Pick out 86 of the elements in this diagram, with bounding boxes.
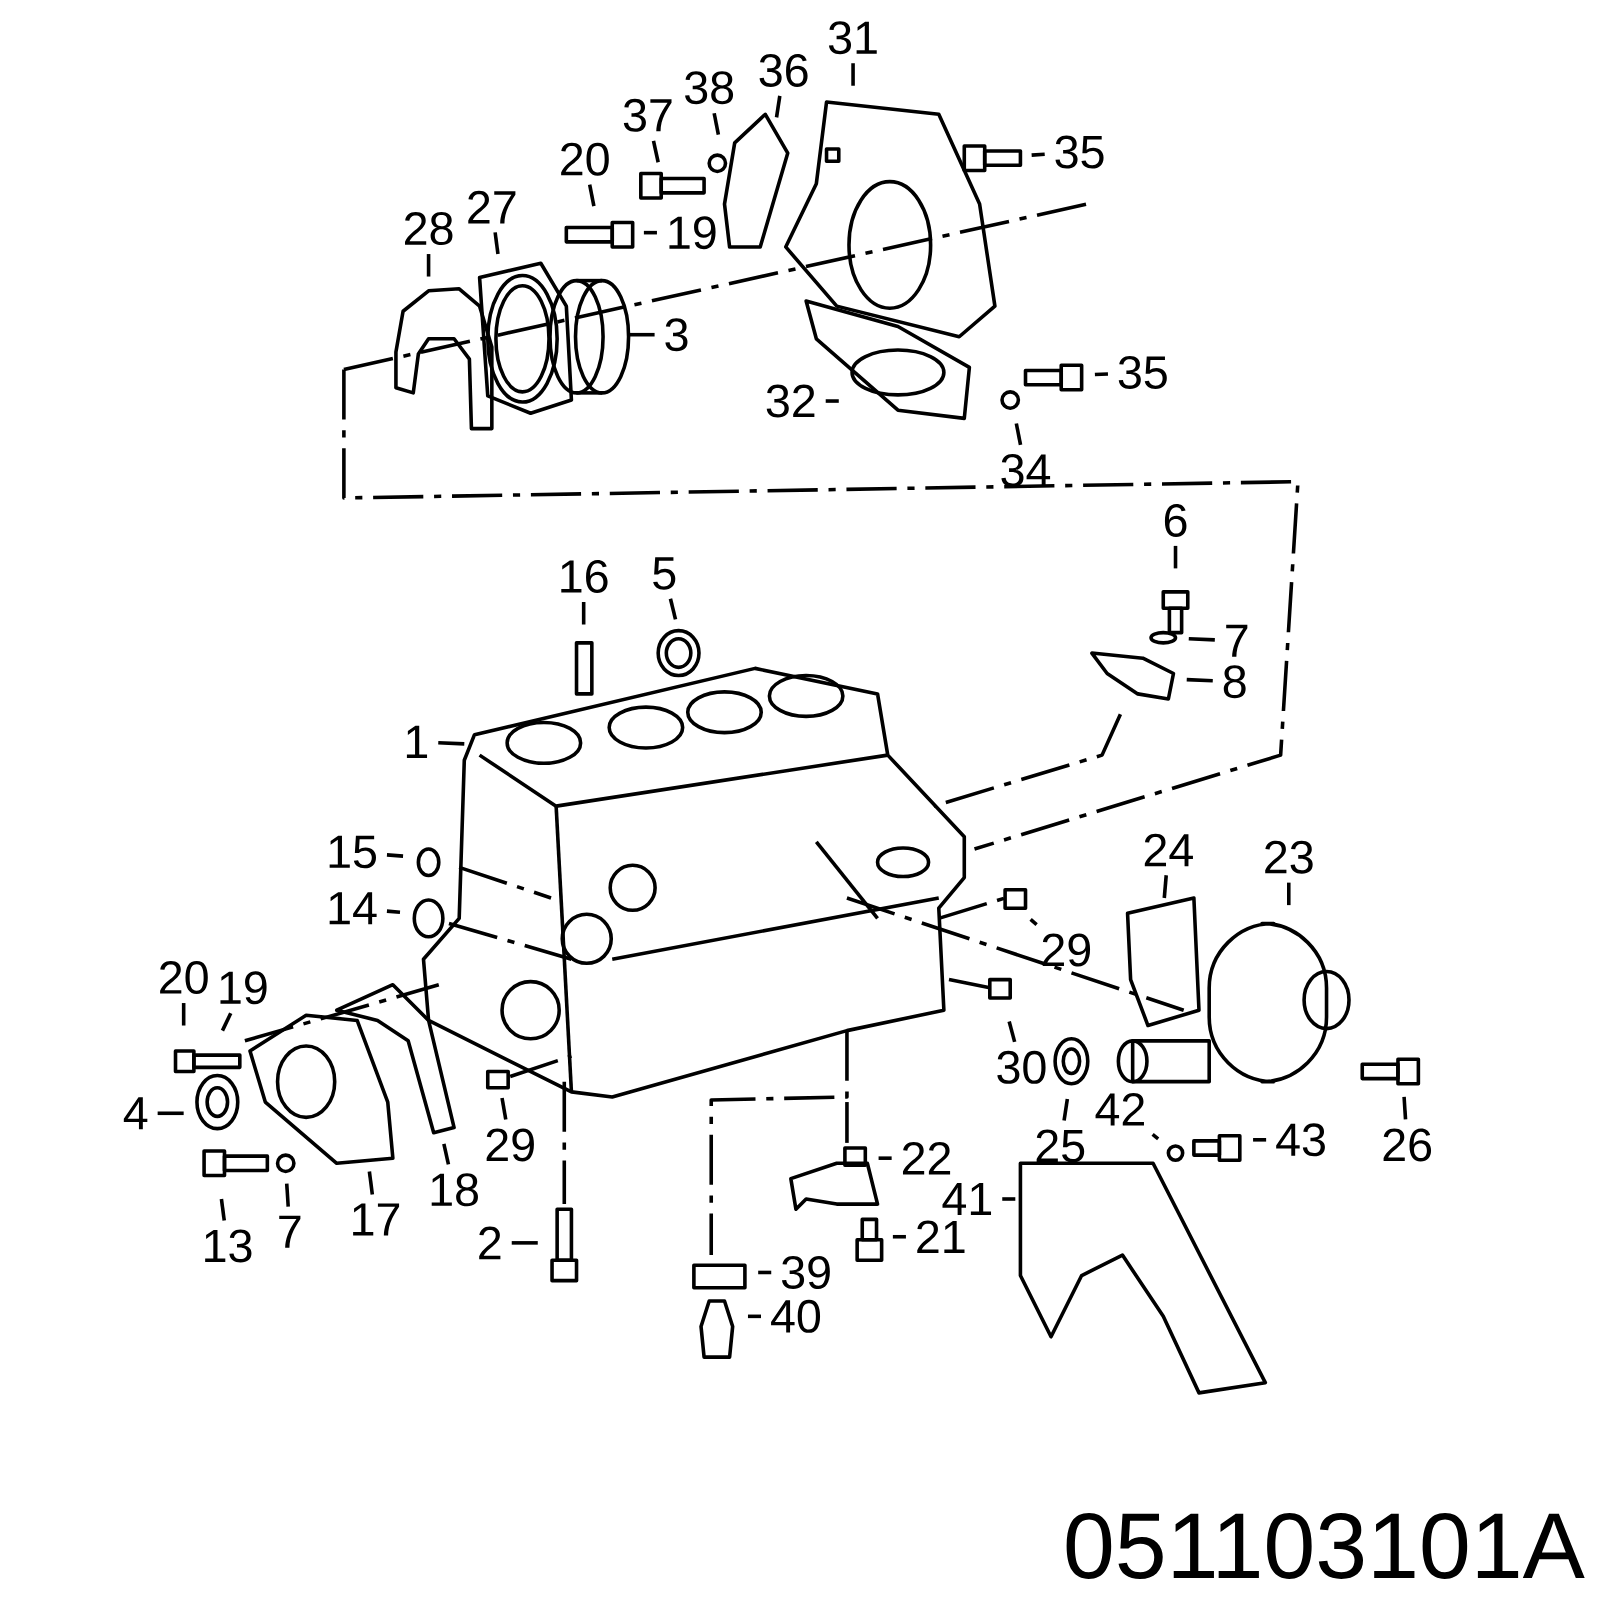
leader-line xyxy=(426,254,431,277)
leader-line xyxy=(1287,882,1291,906)
leader-line xyxy=(587,184,596,207)
leader-line xyxy=(442,1143,451,1165)
callout-number: 29 xyxy=(1042,933,1091,967)
callout-number: 22 xyxy=(902,1141,951,1175)
leader-line xyxy=(1186,677,1213,683)
callout-number: 17 xyxy=(353,1203,400,1236)
part-number: 051103101A xyxy=(1066,1512,1585,1579)
callout-number: 19 xyxy=(669,216,716,250)
callout-number: 7 xyxy=(279,1215,301,1248)
leader-line xyxy=(181,1003,186,1026)
callout-number: 6 xyxy=(1164,503,1187,537)
callout-number: 40 xyxy=(771,1299,821,1333)
leader-line xyxy=(1173,545,1178,569)
leader-line xyxy=(581,602,586,625)
leader-line xyxy=(157,1111,184,1116)
callout-number: 42 xyxy=(1095,1092,1144,1126)
leader-line xyxy=(1014,423,1023,446)
leader-line xyxy=(1062,1098,1070,1121)
callout-number: 29 xyxy=(486,1128,534,1162)
leader-line xyxy=(668,598,678,620)
leader-line xyxy=(1031,152,1045,157)
callout-number: 28 xyxy=(405,212,453,246)
leader-line xyxy=(1151,1133,1160,1141)
callout-number: 13 xyxy=(205,1229,252,1263)
callout-number: 21 xyxy=(917,1220,965,1254)
leader-line xyxy=(1007,1021,1017,1043)
leader-line xyxy=(1188,637,1215,642)
leader-line xyxy=(1094,372,1109,377)
callout-number: 25 xyxy=(1036,1129,1085,1163)
callout-number: 30 xyxy=(997,1050,1046,1084)
leader-line xyxy=(284,1183,290,1207)
leader-line xyxy=(438,741,465,746)
leader-line xyxy=(386,909,401,915)
callout-number: 18 xyxy=(431,1173,478,1207)
callout-number: 5 xyxy=(653,557,676,590)
leader-line xyxy=(511,1241,538,1245)
callout-number: 26 xyxy=(1383,1128,1432,1162)
leader-line xyxy=(1402,1096,1408,1120)
leader-line xyxy=(712,112,721,136)
leader-line xyxy=(1162,875,1168,899)
leader-line xyxy=(758,1270,772,1275)
callout-number: 27 xyxy=(468,190,516,224)
callout-number: 35 xyxy=(1118,355,1167,389)
callout-number: 32 xyxy=(766,384,815,418)
leader-line xyxy=(892,1234,906,1239)
leader-line xyxy=(628,332,655,337)
leader-line xyxy=(500,1097,508,1120)
callout-number: 43 xyxy=(1276,1123,1325,1157)
callout-number: 15 xyxy=(329,835,376,869)
leader-line xyxy=(219,1198,226,1221)
leader-line xyxy=(825,399,839,403)
callout-number: 19 xyxy=(220,971,267,1005)
callout-number: 38 xyxy=(685,71,734,105)
leader-line xyxy=(851,63,855,86)
callout-number: 1 xyxy=(406,725,428,758)
callout-number: 37 xyxy=(623,98,672,132)
leader-line xyxy=(493,232,500,255)
callout-number: 7 xyxy=(1226,624,1248,657)
leader-line xyxy=(367,1171,375,1195)
callout-number: 20 xyxy=(160,961,208,995)
leader-line xyxy=(774,95,782,118)
callout-number: 14 xyxy=(329,892,377,925)
callout-number: 35 xyxy=(1055,135,1104,169)
leader-line xyxy=(1002,1197,1016,1201)
callout-number: 2 xyxy=(479,1226,501,1260)
leader-line xyxy=(878,1156,892,1160)
callout-number: 41 xyxy=(942,1183,992,1216)
callout-number: 36 xyxy=(759,53,808,87)
callout-number: 20 xyxy=(561,142,609,176)
callout-number: 31 xyxy=(828,21,877,55)
leader-line xyxy=(747,1314,762,1319)
callout-number: 16 xyxy=(561,560,608,594)
leader-line xyxy=(651,140,660,163)
leader-line xyxy=(386,853,404,858)
leader-line xyxy=(1029,918,1038,926)
callout-number: 23 xyxy=(1265,840,1313,874)
leader-line xyxy=(220,1012,233,1032)
leader-line xyxy=(1253,1138,1267,1142)
callout-number: 4 xyxy=(123,1097,148,1130)
callout-number: 24 xyxy=(1144,833,1193,867)
leader-line xyxy=(643,230,657,235)
callout-number: 3 xyxy=(665,318,688,352)
callout-number: 8 xyxy=(1223,665,1246,699)
callout-number: 39 xyxy=(782,1255,830,1289)
